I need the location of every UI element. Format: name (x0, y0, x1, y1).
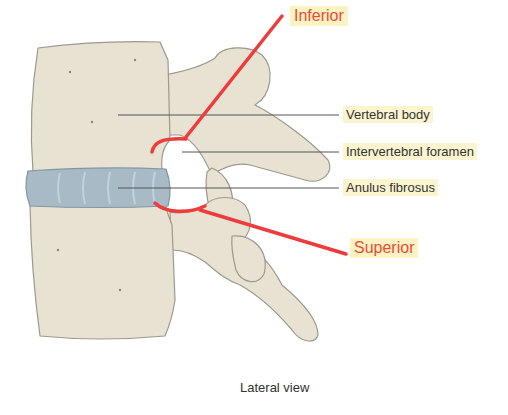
transverse-process (232, 236, 265, 282)
part-label: Anulus fibrosus (343, 179, 438, 196)
part-label: Intervertebral foramen (343, 143, 477, 160)
annotation-label: Inferior (290, 6, 348, 26)
nutrient-foramina (57, 59, 136, 291)
lower-posterior-arch (170, 198, 318, 342)
upper-vertebral-body (31, 42, 170, 172)
figure-caption: Lateral view (240, 380, 309, 395)
annotation-label: Superior (350, 238, 418, 258)
upper-posterior-arch (165, 48, 330, 181)
leader-lines (118, 115, 339, 188)
red-annotations (152, 16, 346, 254)
lower-vertebral-body (30, 204, 175, 339)
part-label: Vertebral body (343, 106, 433, 123)
